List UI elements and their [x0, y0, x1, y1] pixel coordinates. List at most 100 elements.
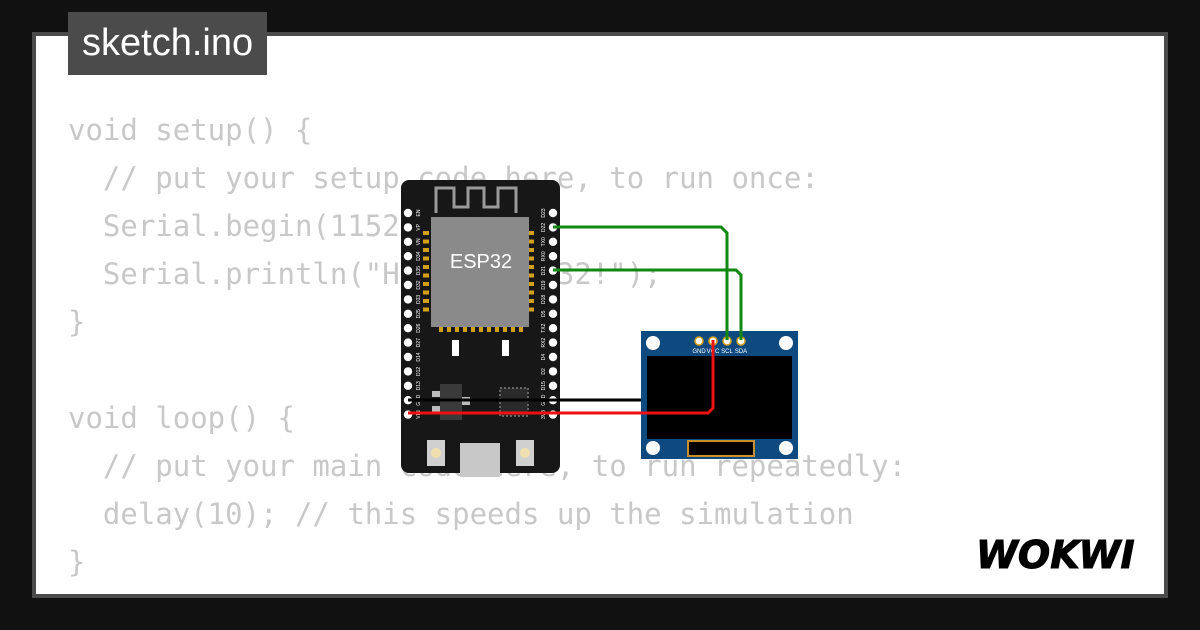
chip-pad — [479, 326, 483, 332]
esp32-pin-label: D19 — [541, 280, 547, 289]
esp32-pin-label: VP — [416, 223, 422, 230]
oled-hole-tl — [646, 336, 660, 350]
esp32-pin-vp[interactable] — [403, 223, 413, 232]
esp32-pin-d4[interactable] — [548, 352, 558, 362]
oled-hole-bl — [646, 441, 660, 455]
esp32-pin-d5[interactable] — [548, 309, 558, 318]
wire-sda[interactable] — [553, 268, 743, 340]
code-line-7: void loop() { — [68, 401, 295, 435]
oled-hole-tr — [779, 336, 793, 350]
esp32-pin-label: VN — [416, 238, 422, 245]
esp32-pin-d13[interactable] — [403, 381, 413, 390]
oled-pin-label: SCL — [721, 349, 733, 355]
chip-pad — [471, 326, 475, 332]
code-line-1: void setup() { — [68, 113, 313, 147]
chip-pad — [528, 256, 534, 261]
esp32-led-right — [502, 340, 509, 356]
esp32-pin-d18[interactable] — [548, 295, 558, 304]
esp32-pin-label: RX2 — [541, 338, 547, 348]
esp32-pin-tx2[interactable] — [548, 324, 558, 333]
esp32-pin-d27[interactable] — [403, 338, 413, 347]
chip-pad — [528, 231, 534, 235]
esp32-regulator-pin — [432, 406, 440, 412]
esp32-pin-d12[interactable] — [403, 367, 413, 376]
chip-pad — [528, 265, 534, 269]
chip-pad — [528, 273, 534, 278]
esp32-board[interactable]: ESP32 ENVPVND34D35D32D33D25D26D27D14D12D… — [401, 180, 560, 477]
wire-scl[interactable] — [553, 225, 729, 340]
chip-pad — [528, 282, 534, 286]
chip-pad — [455, 326, 459, 332]
chip-pad — [495, 326, 499, 332]
code-line-11: #include <U8g2lib.h> — [68, 586, 906, 594]
esp32-pin-d19[interactable] — [548, 280, 558, 290]
esp32-pin-label: RX0 — [541, 251, 547, 261]
chip-pad — [423, 273, 429, 278]
boot-button-cap — [520, 448, 530, 458]
wire-vcc[interactable] — [408, 340, 715, 415]
esp32-label: ESP32 — [450, 251, 512, 273]
esp32-pin-label: D21 — [541, 266, 547, 275]
esp32-pin-label: TX2 — [541, 323, 547, 332]
esp32-pin-label: D35 — [416, 266, 422, 275]
esp32-pin-d33[interactable] — [403, 295, 413, 304]
esp32-antenna — [434, 186, 518, 213]
esp32-led-left — [452, 340, 459, 356]
esp32-pin-tx0[interactable] — [548, 237, 558, 246]
oled-screen — [647, 356, 792, 439]
esp32-pin-label: D34 — [416, 251, 422, 260]
esp32-pin-label: D23 — [541, 208, 547, 217]
wokwi-logo-text: WOKWI — [976, 533, 1135, 577]
esp32-pin-label: TX0 — [541, 237, 547, 246]
esp32-pin-rx0[interactable] — [548, 252, 558, 261]
file-tab[interactable]: sketch.ino — [68, 12, 268, 75]
editor-page: void setup() { // put your setup code he… — [36, 36, 1164, 594]
esp32-pin-label: D5 — [541, 310, 547, 317]
chip-pad — [487, 326, 491, 332]
esp32-pin-d15[interactable] — [548, 381, 558, 390]
esp32-pin-d14[interactable] — [403, 352, 413, 362]
chip-pad — [423, 282, 429, 286]
code-line-10: } — [68, 545, 86, 579]
esp32-usb-chip — [499, 387, 529, 417]
esp32-module — [431, 217, 529, 327]
esp32-regulator — [440, 384, 462, 420]
oled-hole-br — [779, 441, 793, 455]
chip-pad — [423, 307, 429, 312]
esp32-pin-label: D26 — [416, 323, 422, 332]
esp32-pin-d32[interactable] — [403, 280, 413, 290]
oled-ribbon — [687, 440, 755, 457]
esp32-pin-d34[interactable] — [403, 252, 413, 261]
chip-pad — [447, 326, 451, 332]
chip-pad — [528, 290, 534, 295]
chip-pad — [423, 248, 429, 252]
esp32-pin-label: D18 — [541, 295, 547, 304]
esp32-pin-label: EN — [416, 209, 422, 216]
chip-pad — [528, 248, 534, 252]
en-button-cap — [431, 448, 441, 458]
chip-pad — [423, 299, 429, 303]
code-line-5: } — [68, 305, 86, 339]
esp32-pin-d35[interactable] — [403, 266, 413, 275]
esp32-pin-rx2[interactable] — [548, 338, 558, 347]
esp32-pin-label: D2 — [541, 368, 547, 375]
chip-pad — [528, 239, 534, 244]
chip-pad — [528, 299, 534, 303]
esp32-pin-label: D4 — [541, 354, 547, 361]
esp32-pin-en[interactable] — [403, 208, 413, 218]
chip-pad — [519, 326, 523, 332]
esp32-pin-vn[interactable] — [403, 237, 413, 246]
oled-pin-label: SDA — [735, 349, 747, 355]
oled-pin-gnd[interactable] — [694, 336, 704, 346]
chip-pad — [463, 326, 467, 332]
esp32-chip-pads — [423, 231, 534, 332]
esp32-pin-d25[interactable] — [403, 309, 413, 318]
esp32-pin-d2[interactable] — [548, 367, 558, 376]
chip-pad — [439, 326, 443, 332]
chip-pad — [528, 307, 534, 312]
esp32-pin-label: D15 — [541, 381, 547, 390]
chip-pad — [511, 326, 515, 332]
esp32-pin-d23[interactable] — [548, 208, 558, 218]
esp32-pin-d26[interactable] — [403, 324, 413, 333]
